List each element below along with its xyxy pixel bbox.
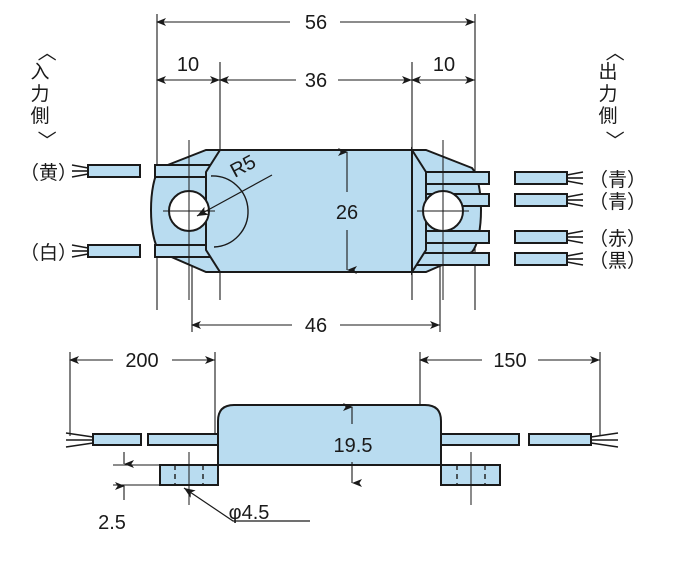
side-view: 200 150 [65, 350, 619, 534]
wire-label-red: （赤） [589, 228, 646, 250]
wire-label-yellow: （黄） [20, 162, 77, 184]
dim-input-cable-length: 200 [69, 350, 215, 372]
cable-strands [65, 432, 94, 448]
dim-input-cable-length-text: 200 [125, 350, 158, 372]
cable-stub [147, 433, 219, 446]
cable-strands [566, 230, 584, 244]
hidden-hole-lines [174, 465, 486, 485]
output-side-char-2: 力 [598, 83, 617, 105]
dim-center-span: 36 [219, 70, 412, 92]
cable-body [87, 164, 141, 178]
output-side-char-0: 〈 [603, 42, 625, 61]
dim-left-offset-text: 10 [177, 54, 199, 76]
dim-hole-diameter-text: φ4.5 [229, 502, 270, 524]
dim-overall-width-text: 56 [305, 12, 327, 34]
cable-body [514, 252, 568, 266]
input-side-char-4: 〉 [35, 130, 57, 149]
cable-blue-1 [514, 171, 584, 185]
cable-strands [590, 432, 619, 448]
output-side-char-3: 側 [598, 105, 617, 127]
wire-label-white: （白） [20, 242, 77, 264]
dim-mount-span: 46 [191, 315, 440, 337]
dim-body-height-text: 26 [336, 202, 358, 224]
output-side-char-1: 出 [598, 61, 617, 83]
input-side-char-1: 入 [30, 62, 49, 83]
input-side-char-2: 力 [30, 83, 49, 105]
cable-body [92, 433, 142, 446]
output-side-label: 〈 出 力 側 〉 [598, 42, 625, 149]
cable-body [514, 193, 568, 207]
dim-flange-thickness-text: 2.5 [98, 512, 126, 534]
hole-centerlines [188, 140, 444, 300]
cable-strands [566, 171, 584, 185]
input-side-label: 〈 入 力 側 〉 [30, 42, 57, 149]
dim-overall-width: 56 [156, 12, 475, 34]
dim-body-height: 26 [336, 148, 358, 274]
dim-body-thickness: 19.5 [334, 403, 373, 487]
right-external-cables [514, 171, 584, 266]
dim-right-offset-text: 10 [433, 54, 455, 76]
wire-label-blue-1: （青） [589, 169, 646, 191]
cable-strands [71, 244, 89, 258]
cable-white [71, 244, 141, 258]
side-left-cable [65, 432, 219, 448]
sensor-body-side [159, 404, 501, 486]
cable-body [87, 244, 141, 258]
dim-mount-span-text: 46 [305, 315, 327, 337]
cable-body [528, 433, 592, 446]
dim-hole-diameter: φ4.5 [183, 487, 310, 524]
cable-yellow [71, 164, 141, 178]
dim-output-cable-length-text: 150 [493, 350, 526, 372]
wire-label-black: （黒） [589, 250, 646, 272]
output-side-char-4: 〉 [603, 130, 625, 149]
wire-label-blue-2: （青） [589, 191, 646, 213]
cable-stub [440, 433, 520, 446]
cable-blue-2 [514, 193, 584, 207]
dim-center-span-text: 36 [305, 70, 327, 92]
dim-right-offset: 10 [411, 54, 475, 84]
dim-output-cable-length: 150 [419, 350, 600, 372]
cable-strands [566, 252, 584, 266]
cable-body [514, 230, 568, 244]
cable-body [514, 171, 568, 185]
dim-flange-thickness: 2.5 [98, 452, 160, 534]
cable-strands [566, 193, 584, 207]
dim-left-offset: 10 [156, 54, 220, 84]
input-side-char-3: 側 [30, 105, 49, 127]
side-right-cable [440, 432, 619, 448]
cable-red [514, 230, 584, 244]
cable-strands [71, 164, 89, 178]
input-side-char-0: 〈 [35, 42, 57, 61]
cable-black [514, 252, 584, 266]
left-external-cables [71, 164, 141, 258]
dim-body-thickness-text: 19.5 [334, 435, 373, 457]
top-view: 56 10 36 10 [71, 12, 584, 337]
